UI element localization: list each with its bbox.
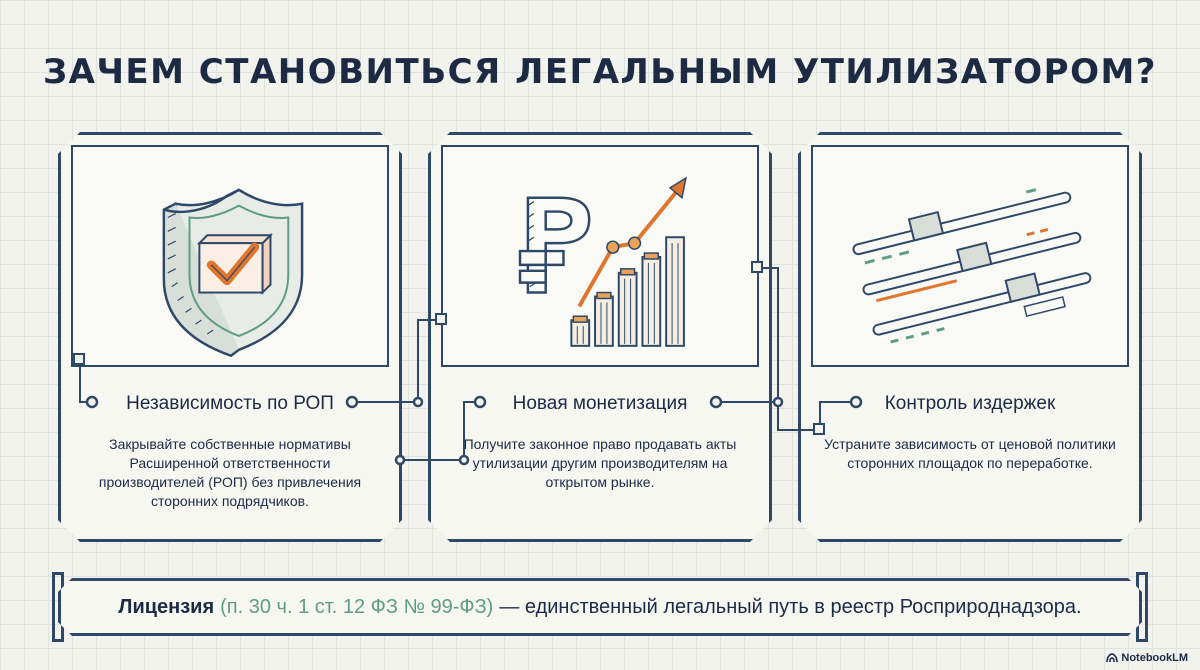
card-description: Устраните зависимость от ценовой политик… <box>824 436 1116 471</box>
card-description: Получите законное право продавать акты у… <box>463 436 737 490</box>
card-cost-control: Контроль издержек Устраните зависимость … <box>798 132 1142 542</box>
notebooklm-logo-icon <box>1106 653 1119 663</box>
license-note: Лицензия (п. 30 ч. 1 ст. 12 ФЗ № 99-ФЗ) … <box>58 578 1142 636</box>
license-label: Лицензия <box>118 595 215 618</box>
license-text: — единственный легальный путь в реестр Р… <box>499 595 1082 618</box>
card-description: Закрывайте собственные нормативы Расшире… <box>98 436 362 509</box>
card-heading: Контроль издержек <box>884 393 1056 414</box>
brand-name: NotebookLM <box>1121 652 1188 664</box>
law-reference: (п. 30 ч. 1 ст. 12 ФЗ № 99-ФЗ) <box>220 595 494 618</box>
card-heading: Новая монетизация <box>512 393 688 414</box>
card-independence: Независимость по РОП Закрывайте собствен… <box>58 132 402 542</box>
brand-watermark: NotebookLM <box>1106 652 1188 664</box>
illustration-frame <box>441 145 759 367</box>
ruble-growth-chart-icon <box>443 147 757 365</box>
page-title: ЗАЧЕМ СТАНОВИТЬСЯ ЛЕГАЛЬНЫМ УТИЛИЗАТОРОМ… <box>42 52 1158 92</box>
card-heading: Независимость по РОП <box>126 393 334 414</box>
card-monetization: Новая монетизация Получите законное прав… <box>428 132 772 542</box>
illustration-frame <box>71 145 389 367</box>
shield-check-icon <box>73 147 387 365</box>
illustration-frame <box>811 145 1129 367</box>
sliders-icon <box>813 147 1127 365</box>
